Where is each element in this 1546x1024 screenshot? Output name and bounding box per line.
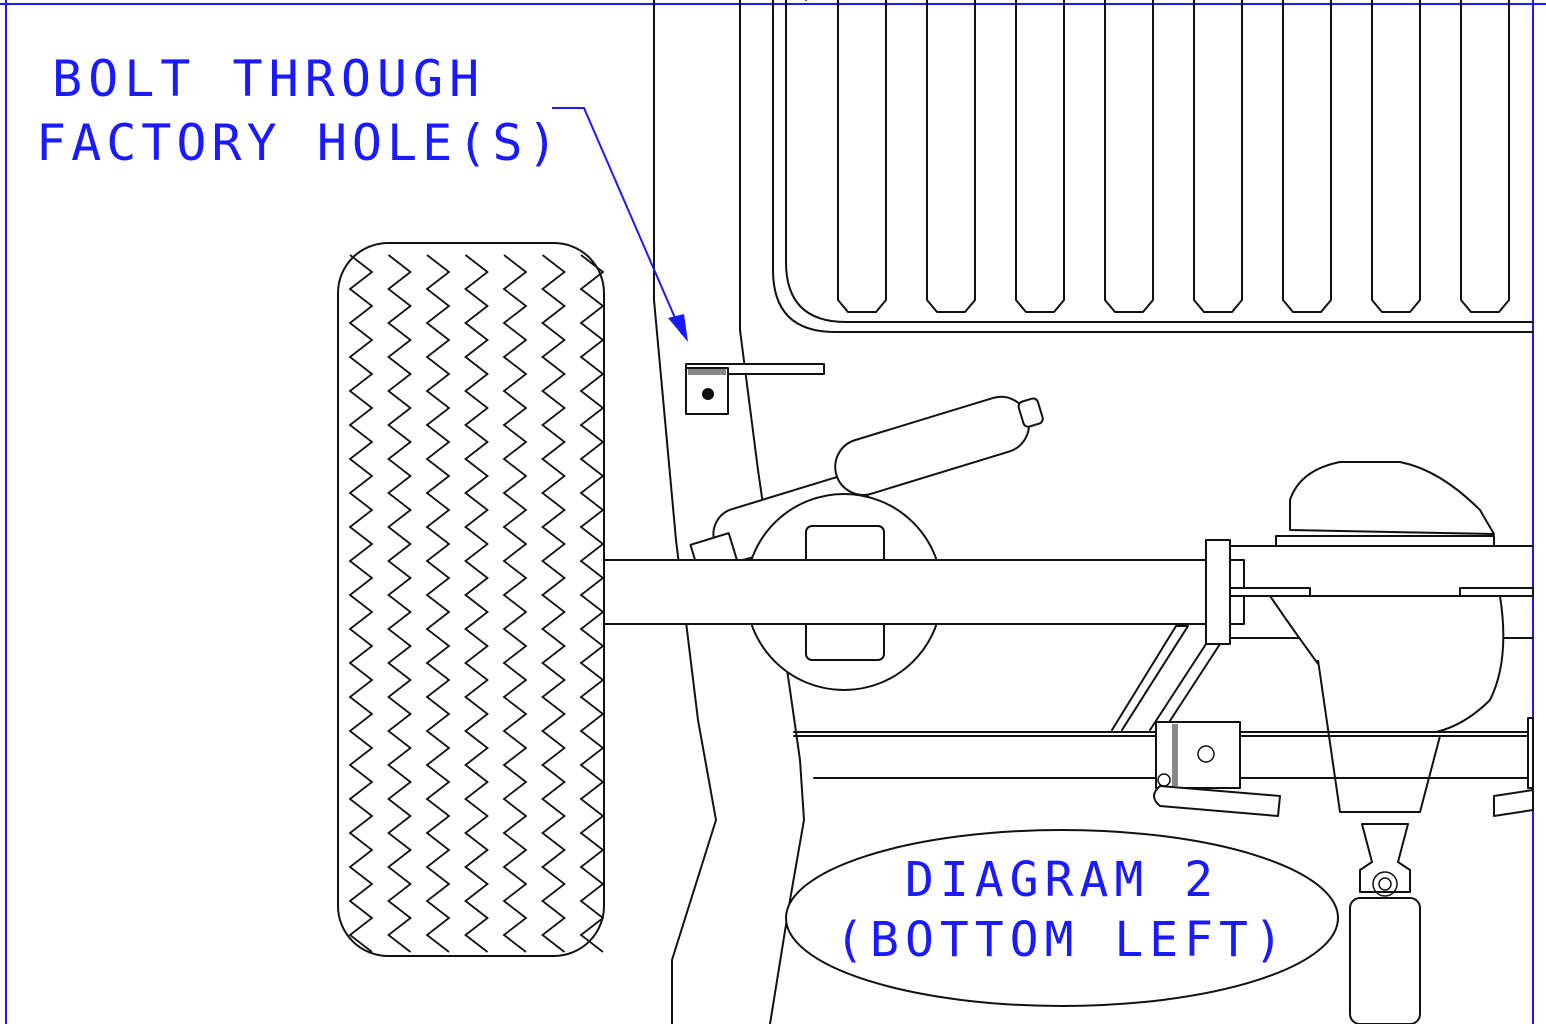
tank-rib [1015,0,1065,313]
differential [1269,461,1505,813]
caption-title: DIAGRAM 2 [905,852,1219,908]
tank-rib [837,0,887,313]
axle [603,539,1534,645]
tank-ribs [837,0,1510,313]
tread-line [425,254,451,953]
tread-line [464,254,489,953]
tank-rib [1104,0,1154,313]
tread-line [502,254,528,953]
tank-rib [1460,0,1510,313]
tread-line [541,254,566,953]
tread-line [387,254,412,953]
callout-arrow [552,107,688,342]
tank-rib [1371,0,1421,313]
diagram-caption: DIAGRAM 2 (BOTTOM LEFT) [785,829,1339,1007]
spring-link [1111,625,1221,731]
cross-member [793,717,1534,817]
tread-line [579,254,605,953]
driveshaft [1349,823,1421,1024]
fuel-tank [785,0,1534,323]
tire [337,242,605,957]
callout-label: BOLT THROUGH FACTORY HOLE(S) [36,50,563,172]
callout-line2: FACTORY HOLE(S) [36,114,563,172]
tread-line [348,254,374,953]
bolt-hole-icon [702,388,714,400]
mounting-bracket [685,363,825,415]
tank-rib [926,0,976,313]
caption-subtitle: (BOTTOM LEFT) [835,912,1289,968]
tank-rib [1193,0,1243,313]
callout-line1: BOLT THROUGH [52,50,485,108]
body-outline [653,0,1534,1024]
tire-tread [348,254,605,953]
tank-rib [1282,0,1332,313]
